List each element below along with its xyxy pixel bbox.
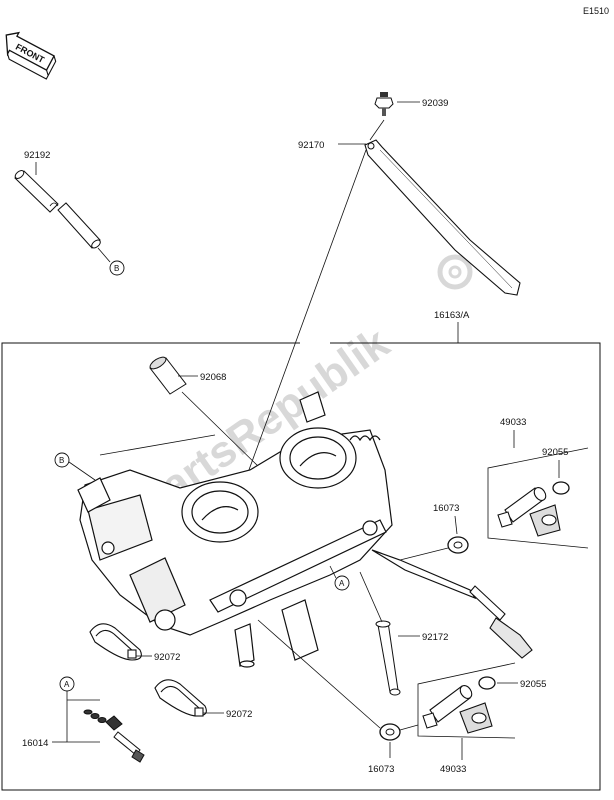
callout-49033-bot: 49033 [440,764,466,775]
callout-92055-top: 92055 [542,447,568,458]
callout-92192: 92192 [24,150,50,161]
part-92172-bolt [375,620,401,696]
injector-top-bracket [487,447,589,549]
part-92055-oring-bot [478,676,496,690]
throttle-body-assembly [77,391,477,668]
part-throttle-cable [469,585,533,659]
assembly-boundary [1,342,601,791]
callout-92068: 92068 [200,372,226,383]
callout-16073-top: 16073 [433,503,459,514]
part-16073-seal-top [447,536,469,554]
injector-bot-bracket [417,662,516,739]
ref-label-a-left: A [64,680,70,689]
part-49033-injector-top [497,487,561,537]
diagram-code: E1510 [583,6,609,16]
callout-92072-b: 92072 [226,709,252,720]
part-92072-clamp-a [89,623,142,661]
callout-92172: 92172 [422,632,448,643]
watermark-gear-icon [437,254,473,290]
part-92055-oring-top [552,481,570,495]
part-49033-injector-bot [422,685,493,734]
ref-label-b-left: B [59,456,64,465]
callout-92055-bot: 92055 [520,679,546,690]
ref-marker-a-mid [334,575,350,591]
ref-label-a-mid: A [339,579,345,588]
part-92068-cap [149,356,187,395]
front-arrow-icon: FRONT [5,31,57,80]
part-16014-bracket [66,691,100,743]
part-16073-seal-bot [379,723,401,741]
part-92192-hose [14,170,101,249]
callout-92170: 92170 [298,140,324,151]
callout-16014: 16014 [22,738,48,749]
callout-16073-bot: 16073 [368,764,394,775]
ref-label-b-top: B [114,264,119,273]
ref-marker-b-top [109,260,125,276]
callout-49033-top: 49033 [500,417,526,428]
callout-92039: 92039 [422,98,448,109]
part-92072-clamp-b [154,679,207,717]
callout-92072-a: 92072 [154,652,180,663]
part-92170-bracket [364,139,521,296]
callout-16163a: 16163/A [434,310,470,321]
part-92039-screw [374,92,394,116]
part-16014-screw-set [83,709,145,763]
ref-marker-b-left [54,452,70,468]
